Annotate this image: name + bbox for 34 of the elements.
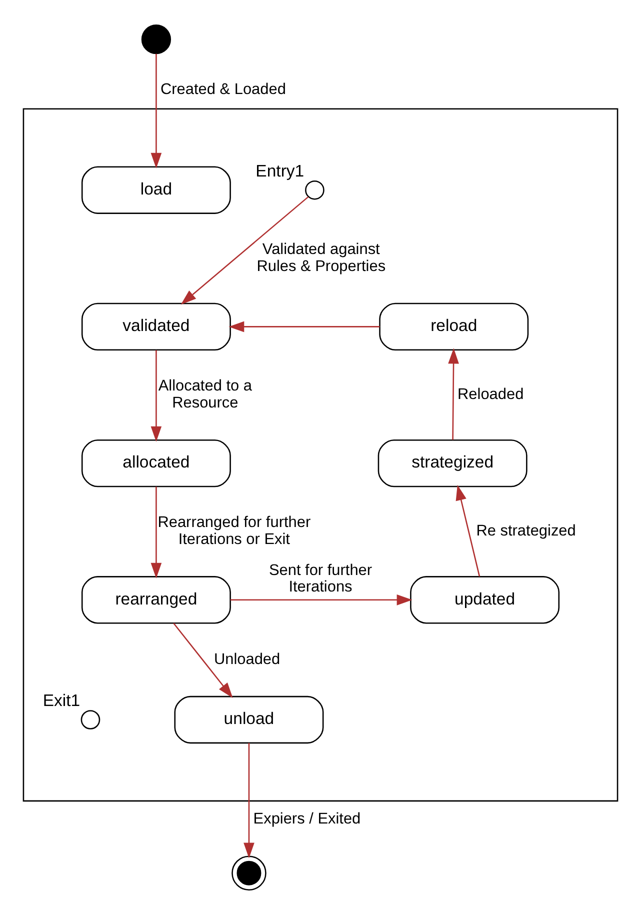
node-box: unload bbox=[174, 695, 324, 744]
node-box: validated bbox=[81, 302, 231, 350]
node-label: Entry1 bbox=[256, 160, 304, 180]
arrow bbox=[228, 320, 380, 332]
arrow bbox=[448, 348, 459, 440]
arrow bbox=[150, 486, 162, 578]
node-circle bbox=[232, 855, 266, 890]
arrow bbox=[150, 53, 162, 168]
node-box: updated bbox=[410, 576, 560, 624]
node-circle bbox=[305, 180, 324, 200]
edge-label: Created & Loaded bbox=[160, 80, 286, 98]
edge-label: Unloaded bbox=[214, 650, 280, 668]
edge-label: Rearranged for further Iterations or Exit bbox=[158, 514, 311, 548]
arrow bbox=[150, 350, 162, 442]
node-label: Exit1 bbox=[42, 690, 80, 710]
node-box: load bbox=[81, 166, 231, 214]
node-box: strategized bbox=[378, 438, 528, 487]
node-box: rearranged bbox=[81, 576, 231, 624]
cluster bbox=[22, 108, 618, 802]
arrow bbox=[180, 196, 309, 304]
arrow bbox=[244, 742, 254, 858]
edge-label: Reloaded bbox=[458, 385, 524, 402]
node-circle bbox=[141, 24, 172, 54]
node-circle bbox=[80, 710, 100, 729]
arrow bbox=[456, 484, 480, 576]
arrow bbox=[173, 622, 233, 698]
edge-label: Sent for further Iterations bbox=[268, 561, 372, 596]
edge-label: Re strategized bbox=[476, 522, 576, 540]
edge-label: Allocated to a Resource bbox=[158, 377, 252, 411]
node-box: reload bbox=[379, 302, 529, 350]
arrow bbox=[230, 594, 412, 605]
node-box: allocated bbox=[81, 438, 231, 487]
edge-label: Validated against Rules & Properties bbox=[256, 240, 386, 274]
edge-label: Expiers / Exited bbox=[253, 810, 361, 828]
